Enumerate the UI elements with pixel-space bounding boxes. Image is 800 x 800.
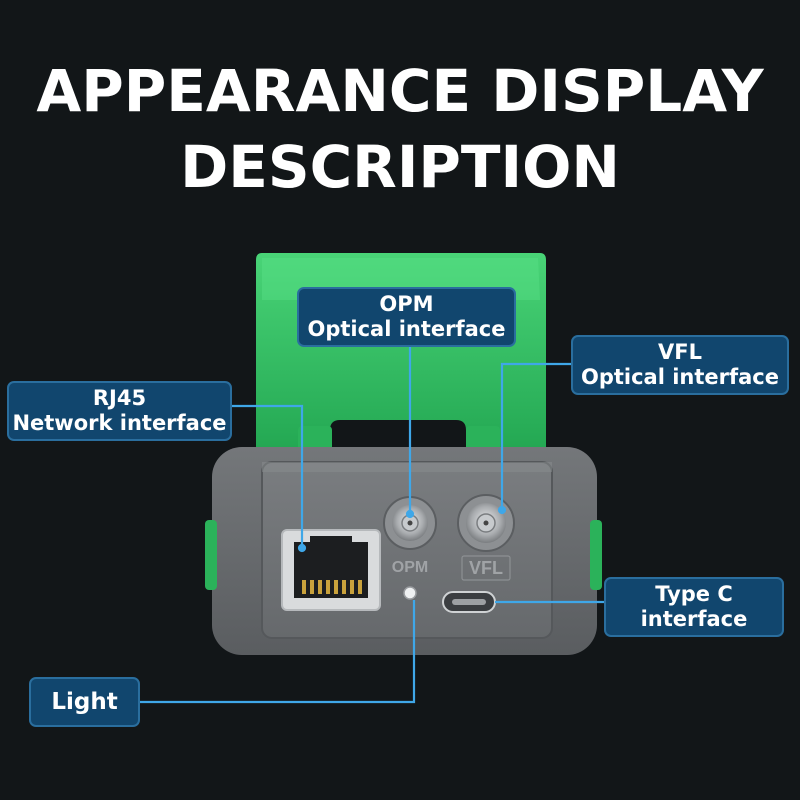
callout-opm-title: OPM bbox=[379, 292, 434, 316]
page-title-line-2: DESCRIPTION bbox=[180, 133, 620, 201]
callout-leader-lines bbox=[140, 346, 604, 704]
vfl-optical-port bbox=[457, 494, 515, 552]
callout-vfl: VFL Optical interface bbox=[571, 335, 789, 395]
callout-rj45-title: RJ45 bbox=[92, 386, 147, 410]
callout-rj45: RJ45 Network interface bbox=[7, 381, 232, 441]
leader-line-vfl bbox=[500, 362, 572, 508]
leader-line-rj45 bbox=[232, 404, 304, 545]
callout-vfl-title: VFL bbox=[658, 340, 702, 364]
callout-type-c-title: Type C bbox=[655, 582, 733, 606]
leader-line-light bbox=[140, 600, 416, 704]
opm-port-label: OPM bbox=[392, 559, 428, 576]
callout-rj45-desc: Network interface bbox=[12, 411, 227, 435]
rj45-port bbox=[281, 529, 381, 611]
callout-opm: OPM Optical interface bbox=[297, 287, 516, 347]
indicator-light bbox=[403, 586, 417, 600]
vfl-port-label: VFL bbox=[469, 558, 503, 578]
device-body bbox=[205, 447, 602, 655]
callout-light: Light bbox=[29, 677, 140, 727]
opm-optical-port bbox=[383, 496, 437, 550]
callout-opm-desc: Optical interface bbox=[307, 317, 506, 341]
callout-type-c-desc: interface bbox=[640, 607, 748, 631]
page-title-line-1: APPEARANCE DISPLAY bbox=[36, 57, 764, 125]
callout-vfl-desc: Optical interface bbox=[580, 365, 780, 389]
callout-light-title: Light bbox=[51, 688, 118, 715]
type-c-port bbox=[442, 591, 496, 613]
callout-type-c: Type C interface bbox=[604, 577, 784, 637]
